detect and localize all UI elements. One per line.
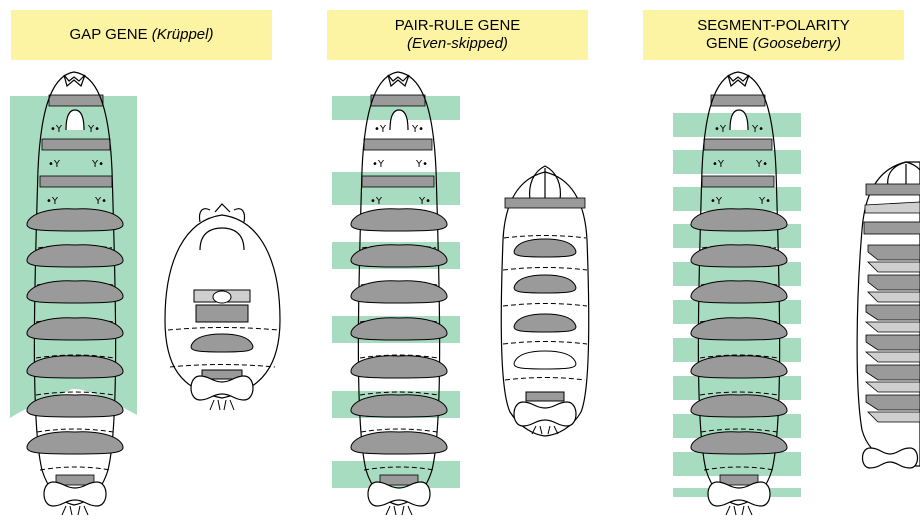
svg-text:•Y: •Y	[372, 159, 385, 170]
svg-text:•Y: •Y	[50, 124, 63, 135]
svg-text:•Y: •Y	[48, 159, 61, 170]
svg-text:Y•: Y•	[751, 124, 764, 135]
svg-text:Y•: Y•	[415, 159, 428, 170]
svg-text:•Y: •Y	[46, 196, 59, 207]
svg-text:Y•: Y•	[87, 124, 100, 135]
gap-tail-lobes	[44, 482, 106, 506]
svg-text:•Y: •Y	[710, 196, 723, 207]
svg-text:Y•: Y•	[418, 196, 431, 207]
svg-text:Y•: Y•	[411, 124, 424, 135]
gap-mutant-bands	[191, 290, 253, 410]
svg-text:•Y: •Y	[374, 124, 387, 135]
svg-text:Y•: Y•	[91, 159, 104, 170]
svg-text:•Y: •Y	[712, 159, 725, 170]
svg-text:•Y: •Y	[714, 124, 727, 135]
svg-text:Y•: Y•	[755, 159, 768, 170]
svg-text:Y•: Y•	[94, 196, 107, 207]
svg-text:Y•: Y•	[758, 196, 771, 207]
segment-polarity-mutant-embryo	[857, 162, 920, 468]
svg-text:•Y: •Y	[370, 196, 383, 207]
